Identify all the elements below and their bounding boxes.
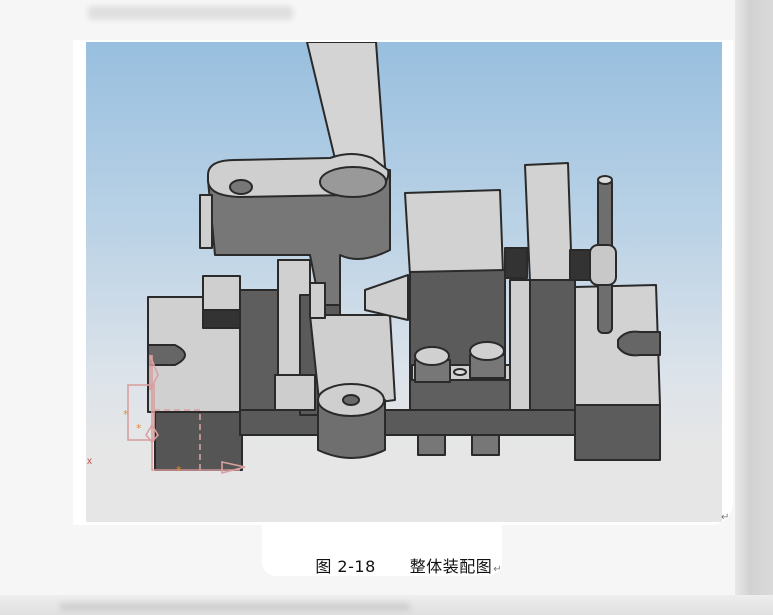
assembly-drawing: * * *: [123, 42, 661, 477]
svg-text:*: *: [176, 464, 182, 477]
axis-x-label: x: [87, 456, 92, 467]
svg-text:*: *: [136, 422, 142, 435]
paragraph-mark: ↵: [721, 512, 730, 523]
caption-box: [262, 520, 502, 576]
blurred-header-text: [88, 6, 293, 20]
figure-caption: 图 2-18 整体装配图↵: [293, 534, 502, 596]
blurred-status-text: [60, 603, 410, 611]
figure-number: 图 2-18: [315, 557, 376, 576]
svg-text:*: *: [123, 408, 129, 421]
paragraph-mark: ↵: [493, 564, 503, 575]
cad-assembly-image[interactable]: * * *: [86, 42, 722, 522]
bottom-toolbar: [0, 595, 773, 615]
page-edge-shadow: [735, 0, 773, 615]
figure-title: 整体装配图: [409, 557, 493, 576]
